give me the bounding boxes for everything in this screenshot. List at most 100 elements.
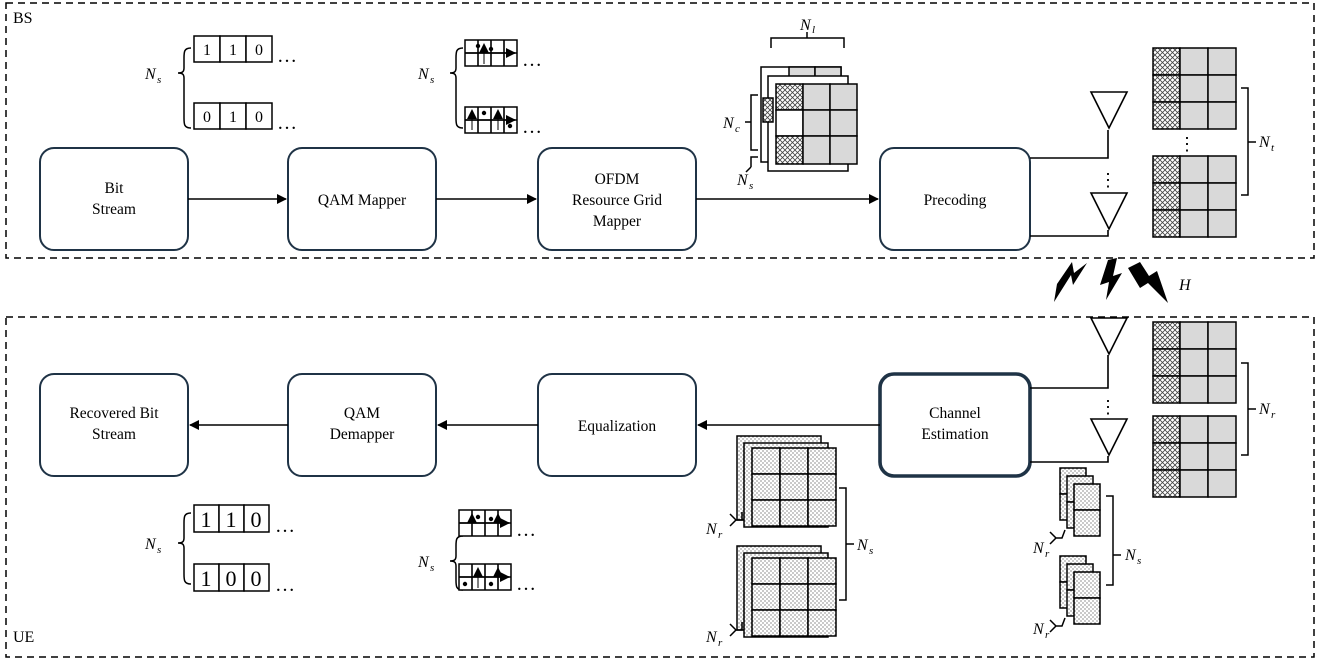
lightning-icon-2 [1100, 258, 1122, 300]
nr-eq-1-N: N [705, 521, 718, 538]
recovered-line-2: Stream [92, 426, 136, 443]
ns-eq-s: s [869, 545, 873, 557]
nr-eq-1-r: r [718, 529, 723, 541]
ofdm-line-1: OFDM [595, 171, 640, 188]
ue-antenna-vdots: ⋮ [1099, 397, 1117, 417]
nr-eq-2-r: r [718, 637, 723, 649]
ofdm-mapper-block[interactable]: OFDM Resource Grid Mapper [537, 147, 697, 251]
ns-bs-bits-N: N [144, 66, 157, 83]
ue-equalized-stacks: N r N r N s [705, 435, 873, 649]
bs-bit-2-ellipsis: … [277, 112, 297, 134]
ns-bs-qam-s: s [430, 74, 434, 86]
bs-bit-1-2: 1 [229, 42, 237, 59]
ue-bit-1-3: 0 [251, 507, 262, 532]
bs-antenna-1-icon [1089, 91, 1129, 130]
ue-channel-estimate-stacks: N r N r N s [1032, 467, 1141, 641]
ue-qam-2-ellipsis: … [516, 573, 536, 595]
nr-label-r: r [1271, 409, 1276, 421]
ue-bit-2-3: 0 [251, 566, 262, 591]
nr-eq-2-N: N [705, 629, 718, 646]
nr-stack-1-r: r [1045, 548, 1050, 560]
ue-recovered-bits: N s 1 1 0 … 1 0 0 … [144, 504, 295, 596]
bs-antenna-array: ⋮ [1030, 91, 1129, 237]
ns-ue-bits-s: s [157, 544, 161, 556]
bs-bit-1-1: 1 [203, 42, 211, 59]
ue-qam-grid-2: … [458, 563, 536, 595]
bs-nt-grids: ⋮ N t [1152, 47, 1275, 238]
chest-line-2: Estimation [921, 426, 988, 443]
ue-section [5, 316, 1315, 658]
eq-lower-front [751, 557, 837, 637]
channel-estimation-block[interactable]: Channel Estimation [878, 372, 1032, 478]
bs-section [5, 2, 1315, 259]
ue-qam-symbols: N s … … [417, 509, 536, 595]
ue-bit-2-2: 0 [226, 566, 237, 591]
ofdm-line-3: Mapper [593, 213, 642, 230]
ue-nr-grids: N r [1152, 321, 1276, 498]
nc-label-c: c [735, 123, 740, 135]
qam-demapper-block[interactable]: QAM Demapper [287, 373, 437, 477]
ofdm-line-2: Resource Grid [572, 192, 662, 209]
nr-stack-1-N: N [1032, 540, 1045, 557]
ns-ofdm-N: N [736, 172, 749, 189]
nc-label-N: N [722, 115, 735, 132]
bs-qam-2-ellipsis: … [522, 116, 542, 138]
ns-eq-N: N [856, 537, 869, 554]
nl-label-l: l [812, 24, 815, 36]
bs-qam-grid-2: … [464, 106, 542, 138]
bs-bit-2-2: 1 [229, 109, 237, 126]
ns-chest-N: N [1124, 547, 1137, 564]
nt-label-t: t [1271, 142, 1275, 154]
ofdm-resource-grid: N l N c N s [722, 17, 858, 192]
ue-antenna-array: ⋮ [1030, 317, 1129, 463]
ns-ue-qam-s: s [430, 562, 434, 574]
ue-label: UE [13, 629, 34, 646]
nr-label-N: N [1258, 401, 1271, 418]
bs-antenna-2-icon [1089, 192, 1129, 231]
bit-stream-line-1: Bit [105, 180, 125, 197]
bs-bit-1-3: 0 [255, 42, 263, 59]
lightning-icon-1 [1054, 262, 1087, 302]
demapper-line-1: QAM [344, 405, 380, 422]
chest-line-1: Channel [929, 405, 981, 422]
ns-chest-s: s [1137, 555, 1141, 567]
recovered-bit-stream-block[interactable]: Recovered Bit Stream [39, 373, 189, 477]
nl-label-N: N [799, 17, 812, 34]
precoding-label: Precoding [924, 192, 987, 209]
wireless-channel: H [1054, 258, 1192, 303]
ns-ofdm-s: s [749, 180, 753, 192]
nr-stack-2-r: r [1045, 629, 1050, 641]
ue-bit-1-ellipsis: … [275, 515, 295, 537]
ue-qam-grid-1: … [458, 509, 536, 541]
channel-H: H [1178, 277, 1192, 294]
eq-upper-front [751, 447, 837, 527]
ns-ue-qam-N: N [417, 554, 430, 571]
bit-stream-line-2: Stream [92, 201, 136, 218]
ue-antenna-1-icon [1089, 317, 1129, 356]
ue-antenna-2-icon [1089, 418, 1129, 457]
ns-ue-bits-N: N [144, 536, 157, 553]
ue-bit-1-2: 1 [226, 507, 237, 532]
ns-bs-qam-N: N [417, 66, 430, 83]
nt-vdots: ⋮ [1178, 134, 1196, 154]
qam-mapper-block[interactable]: QAM Mapper [287, 147, 437, 251]
bs-bit-2-1: 0 [203, 109, 211, 126]
bs-bit-2-3: 0 [255, 109, 263, 126]
bs-qam-grid-1: … [464, 39, 542, 71]
bs-bit-stream-bits: N s 1 1 0 … 0 1 0 … [144, 35, 297, 134]
ue-bit-2-1: 1 [201, 566, 212, 591]
ue-bit-2-ellipsis: … [275, 574, 295, 596]
ns-bs-bits-s: s [157, 74, 161, 86]
bit-stream-block[interactable]: Bit Stream [39, 147, 189, 251]
precoding-block[interactable]: Precoding [879, 147, 1031, 251]
equalization-block[interactable]: Equalization [537, 373, 697, 477]
bs-qam-symbols: N s … … [417, 39, 542, 138]
lightning-icon-3 [1128, 262, 1168, 303]
bs-antenna-vdots: ⋮ [1099, 170, 1117, 190]
recovered-line-1: Recovered Bit [69, 405, 159, 422]
ue-bit-1-1: 1 [201, 507, 212, 532]
demapper-line-2: Demapper [330, 426, 395, 443]
qam-mapper-label: QAM Mapper [318, 192, 407, 209]
nr-stack-2-N: N [1032, 621, 1045, 638]
ue-qam-1-ellipsis: … [516, 519, 536, 541]
